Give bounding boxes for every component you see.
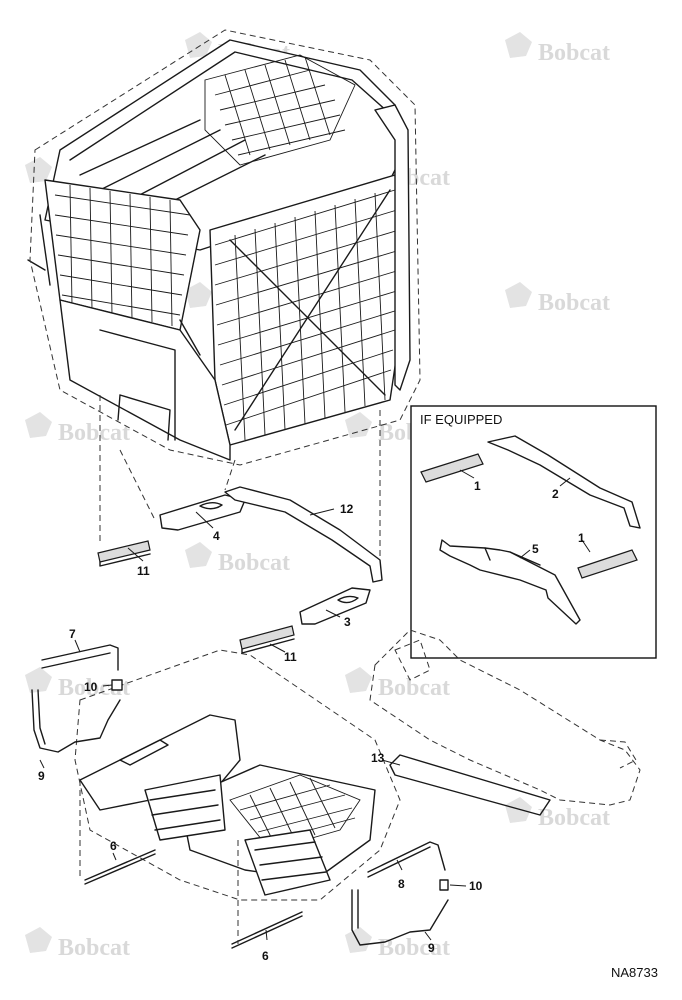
callout-7: 7 xyxy=(69,627,76,641)
watermark-text: Bobcat xyxy=(538,805,610,831)
bobcat-logo-icon xyxy=(25,157,52,183)
bobcat-logo-icon xyxy=(505,797,532,823)
callout-10: 10 xyxy=(469,879,483,893)
watermark-text: Bobcat xyxy=(378,935,450,961)
bobcat-logo-icon xyxy=(345,667,372,693)
callout-9: 9 xyxy=(38,769,45,783)
callout-8: 8 xyxy=(398,877,405,891)
bobcat-logo-icon xyxy=(185,542,212,568)
loader-frame xyxy=(369,629,641,816)
box-title: IF EQUIPPED xyxy=(420,412,502,427)
watermark-text: Bobcat xyxy=(378,675,450,701)
callout-10: 10 xyxy=(84,680,98,694)
part-4-bracket xyxy=(159,494,246,531)
callout-3: 3 xyxy=(344,615,351,629)
part-12-bracket xyxy=(224,486,383,583)
operator-cab xyxy=(27,29,421,466)
callout-5: 5 xyxy=(532,542,539,556)
callout-13: 13 xyxy=(371,751,385,765)
bobcat-logo-icon xyxy=(345,412,372,438)
watermark-text: Bobcat xyxy=(218,550,290,576)
part-6-left xyxy=(84,849,156,885)
leader-lines xyxy=(39,469,591,941)
callout-1: 1 xyxy=(474,479,481,493)
callout-1: 1 xyxy=(578,531,585,545)
part-11-lower xyxy=(239,625,295,654)
callout-11: 11 xyxy=(137,564,150,578)
bobcat-logo-icon xyxy=(185,282,212,308)
callout-layer: 11 4 12 3 11 7 10 9 6 6 13 8 10 9 1 2 5 … xyxy=(38,479,585,963)
watermark-text: Bobcat xyxy=(538,290,610,316)
part-11-upper xyxy=(97,540,151,567)
part-3-bracket xyxy=(299,587,371,625)
watermark: Bobcat xyxy=(185,542,290,576)
bobcat-logo-icon xyxy=(25,412,52,438)
watermark: Bobcat xyxy=(505,32,610,66)
callout-4: 4 xyxy=(213,529,220,543)
callout-6: 6 xyxy=(262,949,269,963)
figure-id: NA8733 xyxy=(611,965,658,980)
bobcat-logo-icon xyxy=(505,32,532,58)
bobcat-logo-icon xyxy=(345,927,372,953)
watermark: Bobcat xyxy=(25,927,130,961)
watermark-text: Bobcat xyxy=(58,420,130,446)
if-equipped-box: IF EQUIPPED xyxy=(410,405,657,659)
bobcat-logo-icon xyxy=(25,927,52,953)
parts-left-7-10-9 xyxy=(31,644,123,753)
bobcat-logo-icon xyxy=(25,667,52,693)
bobcat-logo-icon xyxy=(505,282,532,308)
callout-9: 9 xyxy=(428,941,435,955)
watermark-text: Bobcat xyxy=(58,935,130,961)
callout-11: 11 xyxy=(284,650,297,664)
floor-pan xyxy=(74,649,401,901)
watermark: Bobcat xyxy=(505,282,610,316)
callout-6: 6 xyxy=(110,839,117,853)
part-6-center xyxy=(231,911,303,949)
watermark: Bobcat xyxy=(345,667,450,701)
callout-12: 12 xyxy=(340,502,354,516)
callout-2: 2 xyxy=(552,487,559,501)
watermark-text: Bobcat xyxy=(538,40,610,66)
watermark: Bobcat xyxy=(25,412,130,446)
watermark: Bobcat xyxy=(505,797,610,831)
parts-right-8-10-9 xyxy=(351,841,449,946)
